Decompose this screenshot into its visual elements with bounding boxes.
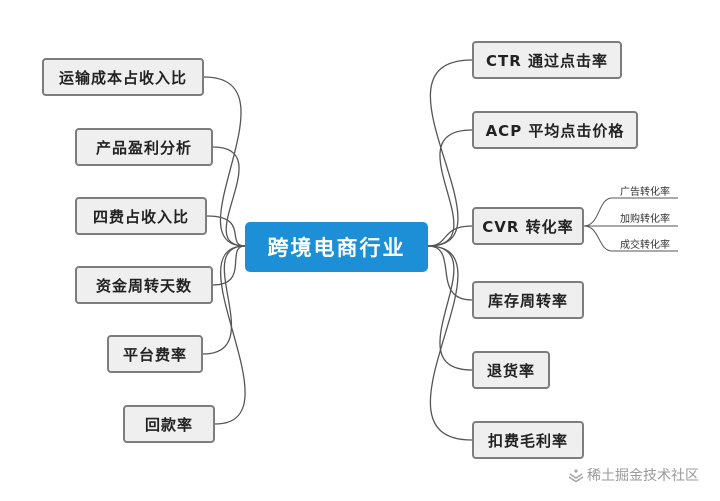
node-acp[interactable]: ACP 平均点击价格 — [472, 111, 638, 149]
node-inventory-turnover[interactable]: 库存周转率 — [472, 281, 584, 319]
cvr-child-deal-conversion[interactable]: 成交转化率 — [620, 240, 670, 251]
node-platform-fee-rate[interactable]: 平台费率 — [107, 335, 203, 373]
link-right-3 — [427, 225, 473, 247]
juejin-logo-icon — [568, 469, 584, 482]
link-right-6 — [427, 245, 473, 441]
link-cvr-1 — [583, 197, 678, 227]
node-collection-rate[interactable]: 回款率 — [123, 405, 215, 443]
cvr-child-ad-conversion[interactable]: 广告转化率 — [620, 187, 670, 198]
link-right-1 — [427, 59, 473, 247]
link-left-4 — [212, 245, 246, 286]
link-left-1 — [203, 76, 246, 247]
link-cvr-3 — [583, 225, 678, 252]
node-four-fees-ratio[interactable]: 四费占收入比 — [75, 197, 207, 235]
link-right-5 — [427, 245, 473, 371]
link-left-5 — [202, 245, 246, 355]
node-cvr[interactable]: CVR 转化率 — [472, 207, 584, 245]
watermark-text: 稀土掘金技术社区 — [587, 468, 699, 484]
node-net-gross-margin[interactable]: 扣费毛利率 — [472, 421, 584, 459]
link-left-6 — [214, 245, 246, 425]
node-ctr[interactable]: CTR 通过点击率 — [472, 41, 622, 79]
node-transport-cost-ratio[interactable]: 运输成本占收入比 — [42, 58, 204, 96]
node-product-profit-analysis[interactable]: 产品盈利分析 — [75, 128, 213, 166]
central-topic[interactable]: 跨境电商行业 — [245, 222, 428, 272]
link-left-3 — [206, 215, 246, 247]
watermark: 稀土掘金技术社区 — [568, 465, 699, 485]
link-left-2 — [212, 146, 246, 247]
link-right-4 — [427, 245, 473, 301]
link-right-2 — [427, 129, 473, 247]
cvr-child-cart-conversion[interactable]: 加购转化率 — [620, 214, 670, 225]
node-cash-turnover-days[interactable]: 资金周转天数 — [75, 266, 213, 304]
node-return-rate[interactable]: 退货率 — [472, 351, 550, 389]
